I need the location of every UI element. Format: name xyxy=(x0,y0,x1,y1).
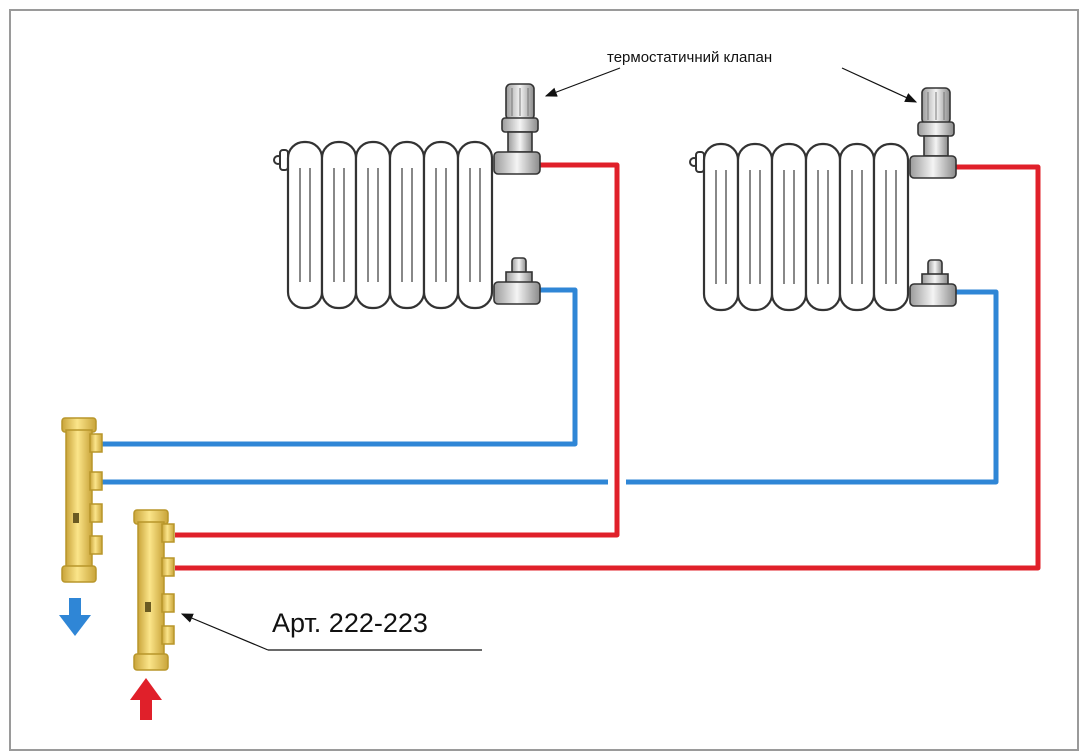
arrow-up-icon xyxy=(130,678,162,720)
thermostatic-valve-1 xyxy=(493,83,541,175)
article-callout: Арт. 222-223 xyxy=(180,608,482,651)
radiator-2 xyxy=(689,142,910,312)
return-manifold xyxy=(61,417,103,583)
thermostatic-valve-label: термостатичний клапан xyxy=(607,49,772,66)
lockshield-valve-2 xyxy=(909,259,957,307)
supply-pipe-radiator-1 xyxy=(175,162,620,538)
thermostatic-valve-callout: термостатичний клапан xyxy=(544,49,918,103)
supply-manifold xyxy=(133,509,175,671)
lockshield-valve-1 xyxy=(493,257,541,305)
radiator-1 xyxy=(273,140,494,310)
return-pipe-radiator-1 xyxy=(100,287,578,447)
supply-pipe-radiator-2 xyxy=(175,164,1041,571)
diagram-frame xyxy=(9,9,1079,751)
return-pipe-radiator-2-right xyxy=(626,289,999,485)
thermostatic-valve-2 xyxy=(909,87,957,179)
article-label: Арт. 222-223 xyxy=(272,608,428,638)
supply-pipes xyxy=(175,162,1041,571)
arrow-down-icon xyxy=(59,598,91,636)
return-pipes xyxy=(100,287,999,485)
